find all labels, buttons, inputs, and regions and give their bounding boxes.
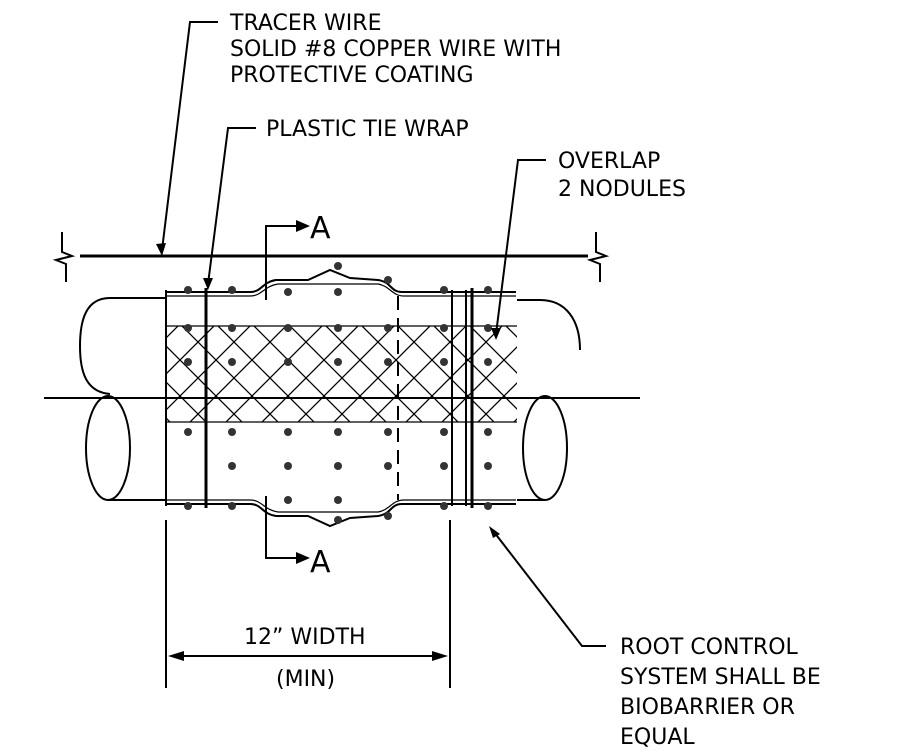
biobarrier-band [165,268,517,528]
leader-arrow-icon [491,328,501,340]
section-arrow-icon [296,220,310,232]
overlap-label-1: OVERLAP [558,149,660,174]
root-control-label-4: EQUAL [620,725,695,750]
section-cut-bottom: A [265,496,331,580]
leader-arrow-icon [168,651,184,661]
tracer-wire-callout: TRACER WIRE SOLID #8 COPPER WIRE WITH PR… [156,11,561,256]
section-cut-top: A [265,211,331,300]
section-arrow-icon [296,552,310,564]
tracer-wire-line [52,232,610,282]
root-control-label-1: ROOT CONTROL [620,635,799,660]
root-control-label-2: SYSTEM SHALL BE [620,665,821,690]
section-label-top: A [310,211,331,246]
overlap-callout: OVERLAP 2 NODULES [491,149,686,340]
width-label: 12” WIDTH [244,625,366,650]
width-min-label: (MIN) [276,667,335,692]
tie-wrap-label: PLASTIC TIE WRAP [266,117,469,142]
section-label-bottom: A [310,545,331,580]
nodules [184,262,492,524]
tracer-wire-label-3: PROTECTIVE COATING [230,63,474,88]
leader-arrow-icon [432,651,448,661]
leader-arrow-icon [489,526,500,538]
root-control-callout: ROOT CONTROL SYSTEM SHALL BE BIOBARRIER … [489,526,821,750]
tie-wrap-callout: PLASTIC TIE WRAP [203,117,469,290]
overlap-label-2: 2 NODULES [558,177,686,202]
root-control-label-3: BIOBARRIER OR [620,695,795,720]
tracer-wire-label-1: TRACER WIRE [229,11,381,36]
tracer-wire-label-2: SOLID #8 COPPER WIRE WITH [230,37,561,62]
break-line-icon [586,232,610,282]
width-dimension: 12” WIDTH (MIN) [165,520,451,692]
leader-arrow-icon [203,278,213,290]
leader-arrow-icon [156,243,166,256]
break-line-icon [52,232,76,282]
